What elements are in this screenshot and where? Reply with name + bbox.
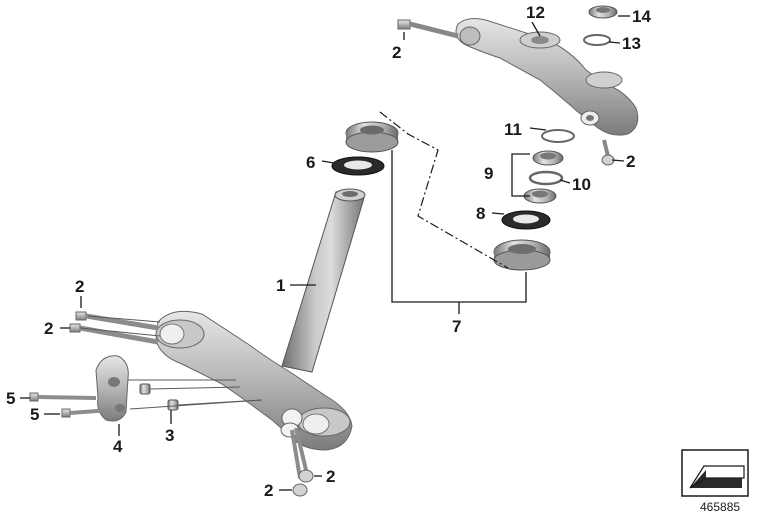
bolt-upper-right xyxy=(601,139,615,166)
bolt-lower-left-1 xyxy=(75,311,159,331)
direction-arrow-icon xyxy=(681,449,749,497)
bolt-upper-left xyxy=(397,19,459,39)
callout-3: 3 xyxy=(165,426,174,445)
ring-13 xyxy=(583,34,611,46)
callout-2-bottom-left: 2 xyxy=(264,481,273,500)
callout-2-top: 2 xyxy=(392,43,401,62)
bracket-7 xyxy=(391,150,527,303)
document-number: 465885 xyxy=(700,500,740,514)
upper-fork-bridge xyxy=(455,18,639,136)
lower-bearing-race xyxy=(493,239,551,271)
seal-6 xyxy=(331,156,385,176)
callout-5-upper: 5 xyxy=(6,389,15,408)
lower-fork-bridge xyxy=(155,310,353,451)
callout-11: 11 xyxy=(504,120,522,139)
bolt-lower-bottom xyxy=(290,427,314,497)
leader-lines xyxy=(20,15,630,491)
callout-13: 13 xyxy=(622,34,641,53)
callout-12: 12 xyxy=(526,3,545,22)
callout-5-lower: 5 xyxy=(30,405,39,424)
callout-2-left: 2 xyxy=(44,319,53,338)
assembly-dash-line xyxy=(379,111,509,269)
alignment-lines xyxy=(79,315,263,410)
callout-4: 4 xyxy=(113,437,123,456)
callout-2-bottom-right: 2 xyxy=(326,467,335,486)
callout-9: 9 xyxy=(484,164,493,183)
nut-3-lower xyxy=(167,399,179,411)
callout-10: 10 xyxy=(572,175,591,194)
callout-1: 1 xyxy=(276,276,285,295)
callout-8: 8 xyxy=(476,204,485,223)
callout-6: 6 xyxy=(306,153,315,172)
callout-2-upper-right: 2 xyxy=(626,152,635,171)
callout-7: 7 xyxy=(452,317,461,336)
bolt-5-upper xyxy=(29,392,97,402)
clamp-4 xyxy=(95,355,129,422)
nut-3-upper xyxy=(139,383,151,395)
seal-8 xyxy=(501,210,551,230)
circlip-11 xyxy=(541,129,575,143)
upper-bearing-race xyxy=(345,121,399,153)
callout-2-left-top: 2 xyxy=(75,277,84,296)
callout-14: 14 xyxy=(632,7,651,26)
bolt-5-lower xyxy=(61,408,111,418)
bracket-9 xyxy=(511,153,530,197)
steering-stem xyxy=(281,188,366,373)
bearing-set xyxy=(523,150,564,204)
nut-14 xyxy=(588,5,618,19)
